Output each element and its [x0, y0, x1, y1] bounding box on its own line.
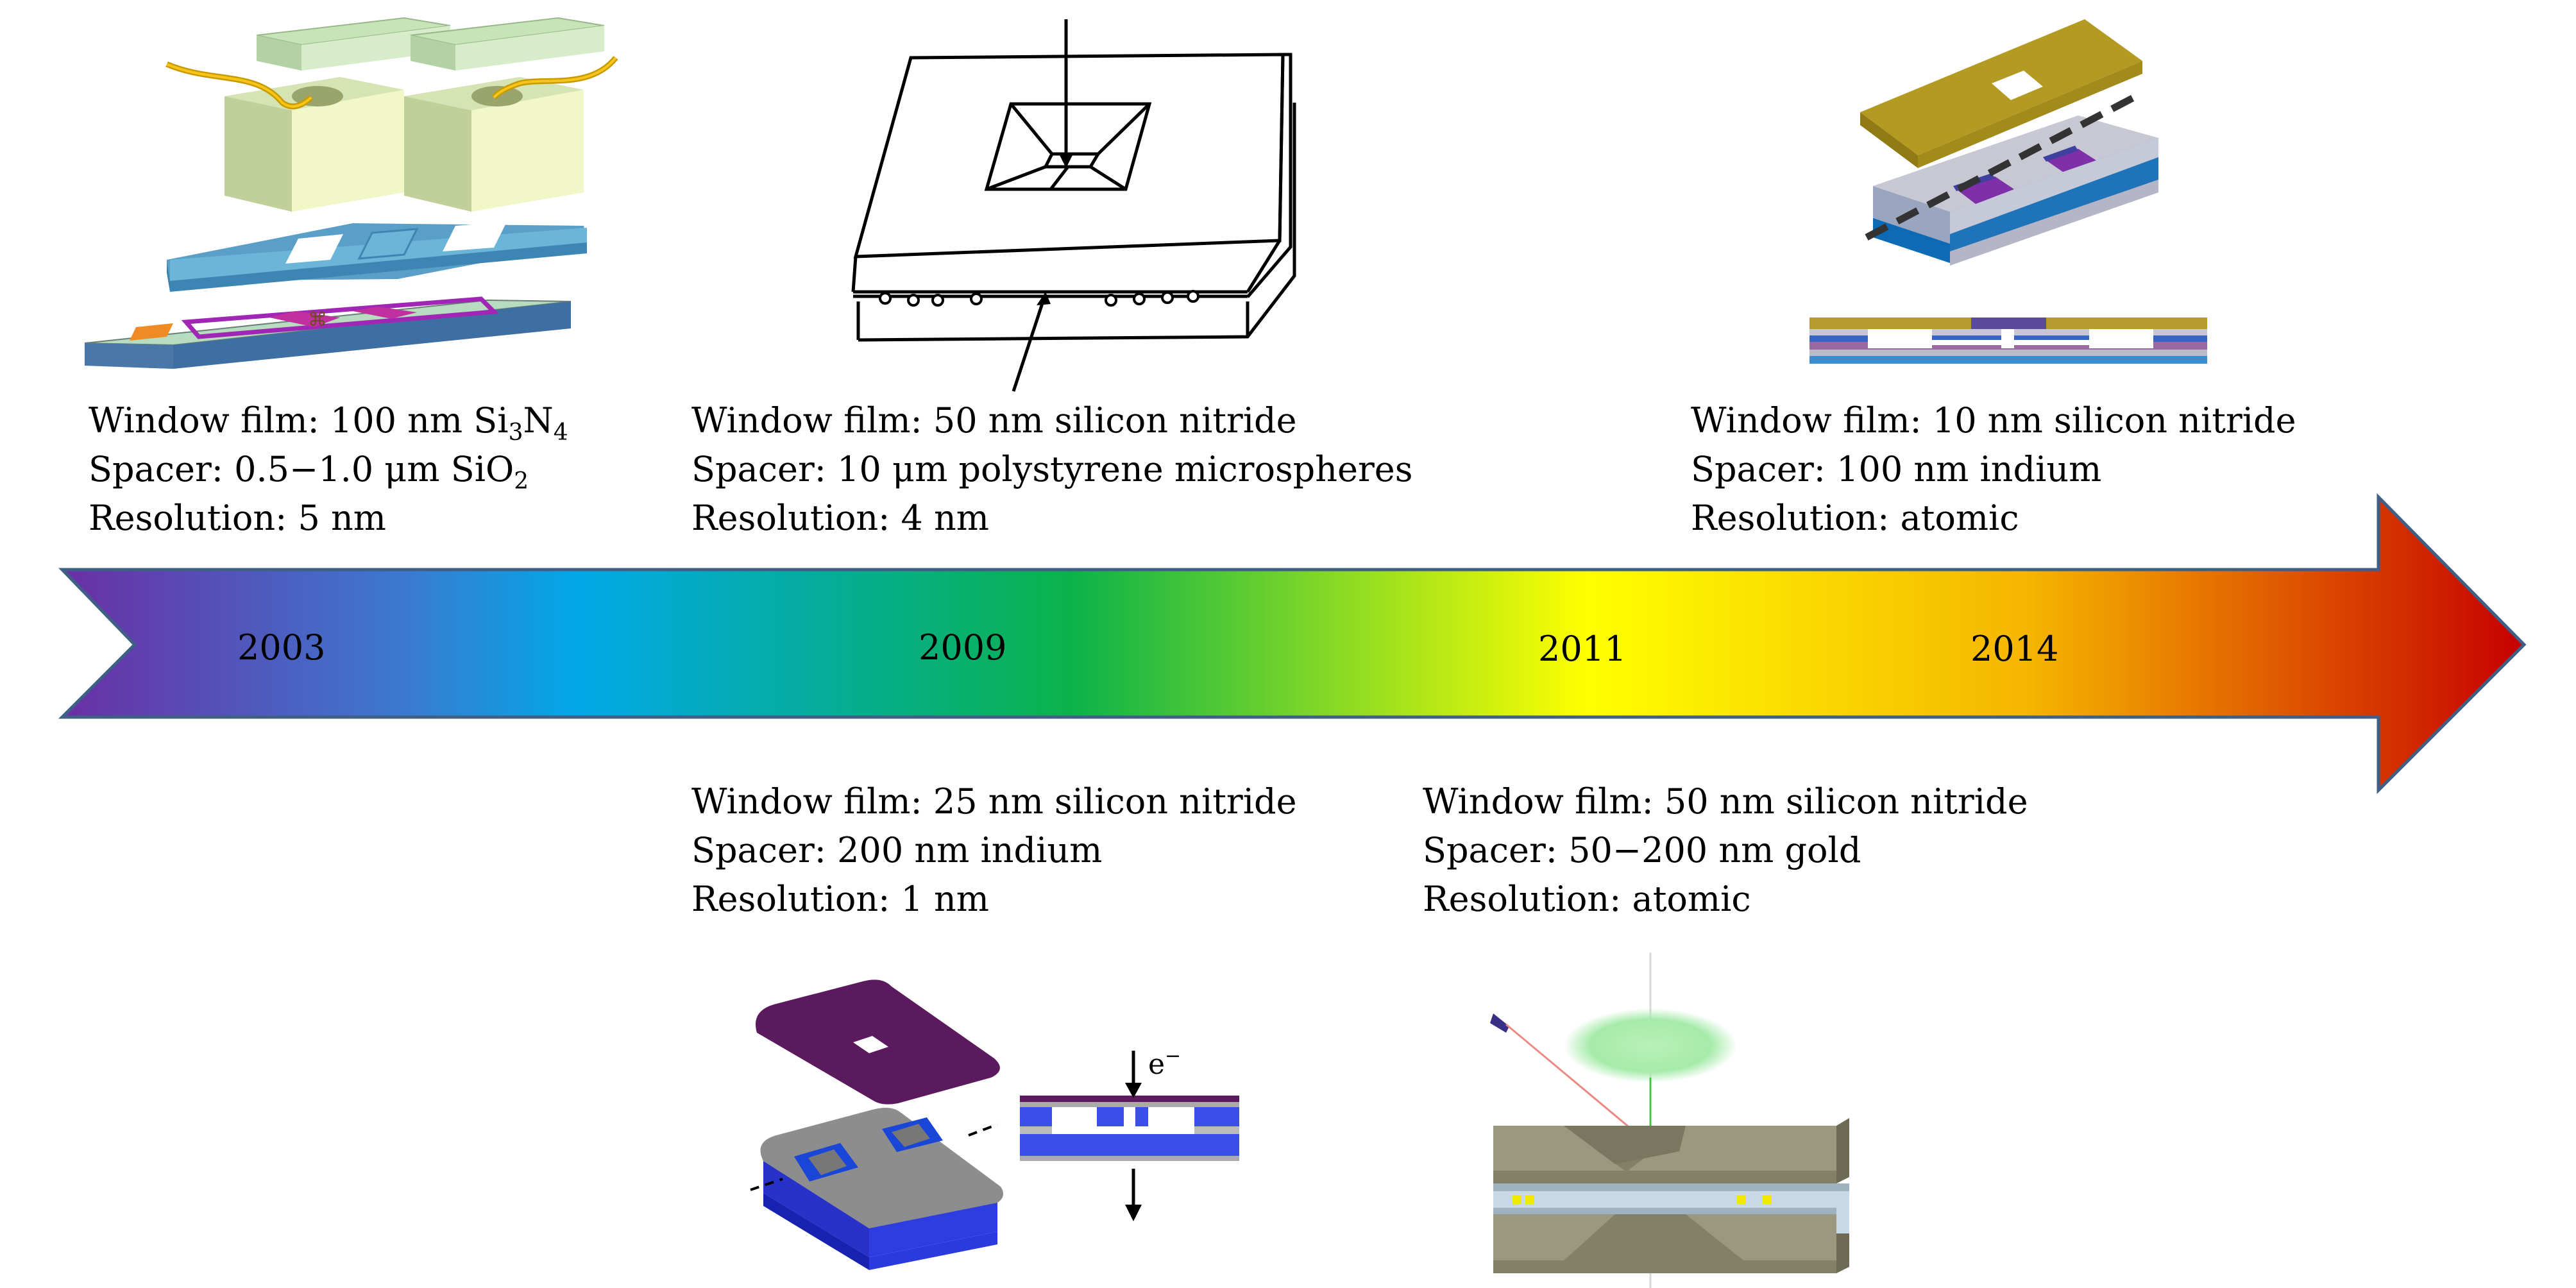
gold-cell-2011-illustration	[1490, 953, 1849, 1288]
entry-2011-specs: Window film: 50 nm silicon nitride Space…	[1423, 777, 2028, 924]
window-film-text: Window film: 10 nm silicon nitride	[1691, 400, 2296, 441]
year-label-2009: 2009	[919, 627, 1007, 668]
window-film-text: Window film: 100 nm Si3N4	[89, 400, 568, 446]
indium-cell-2009-illustration: e−	[750, 979, 1239, 1270]
year-label-2003: 2003	[237, 627, 326, 668]
spacer-text: Spacer: 200 nm indium	[691, 830, 1103, 870]
microsphere-cell-2009-illustration	[851, 19, 1296, 392]
entry-2009-indium-specs: Window film: 25 nm silicon nitride Space…	[691, 777, 1297, 924]
spacer-text: Spacer: 0.5−1.0 μm SiO2	[89, 449, 529, 495]
spacer-text: Spacer: 10 μm polystyrene microspheres	[691, 449, 1413, 489]
resolution-text: Resolution: 4 nm	[691, 498, 990, 538]
window-film-text: Window film: 50 nm silicon nitride	[1423, 781, 2028, 822]
resolution-text: Resolution: atomic	[1423, 879, 1751, 919]
entry-2014-specs: Window film: 10 nm silicon nitride Space…	[1691, 396, 2296, 543]
liquid-cell-2003-illustration: ⌘	[84, 17, 618, 369]
entry-2009-microspheres-specs: Window film: 50 nm silicon nitride Space…	[691, 396, 1412, 543]
window-film-text: Window film: 25 nm silicon nitride	[691, 781, 1297, 822]
resolution-text: Resolution: 5 nm	[89, 498, 387, 538]
spacer-text: Spacer: 50−200 nm gold	[1423, 830, 1861, 870]
entry-2003-specs: Window film: 100 nm Si3N4 Spacer: 0.5−1.…	[89, 396, 568, 543]
indium-cell-2014-illustration	[1809, 19, 2207, 364]
spacer-text: Spacer: 100 nm indium	[1691, 449, 2102, 489]
window-film-text: Window film: 50 nm silicon nitride	[691, 400, 1297, 441]
resolution-text: Resolution: 1 nm	[691, 879, 990, 919]
electron-label: e−	[1148, 1045, 1181, 1081]
year-label-2014: 2014	[1970, 629, 2059, 669]
year-label-2011: 2011	[1538, 629, 1627, 669]
resolution-text: Resolution: atomic	[1691, 498, 2019, 538]
svg-text:⌘: ⌘	[308, 309, 327, 331]
